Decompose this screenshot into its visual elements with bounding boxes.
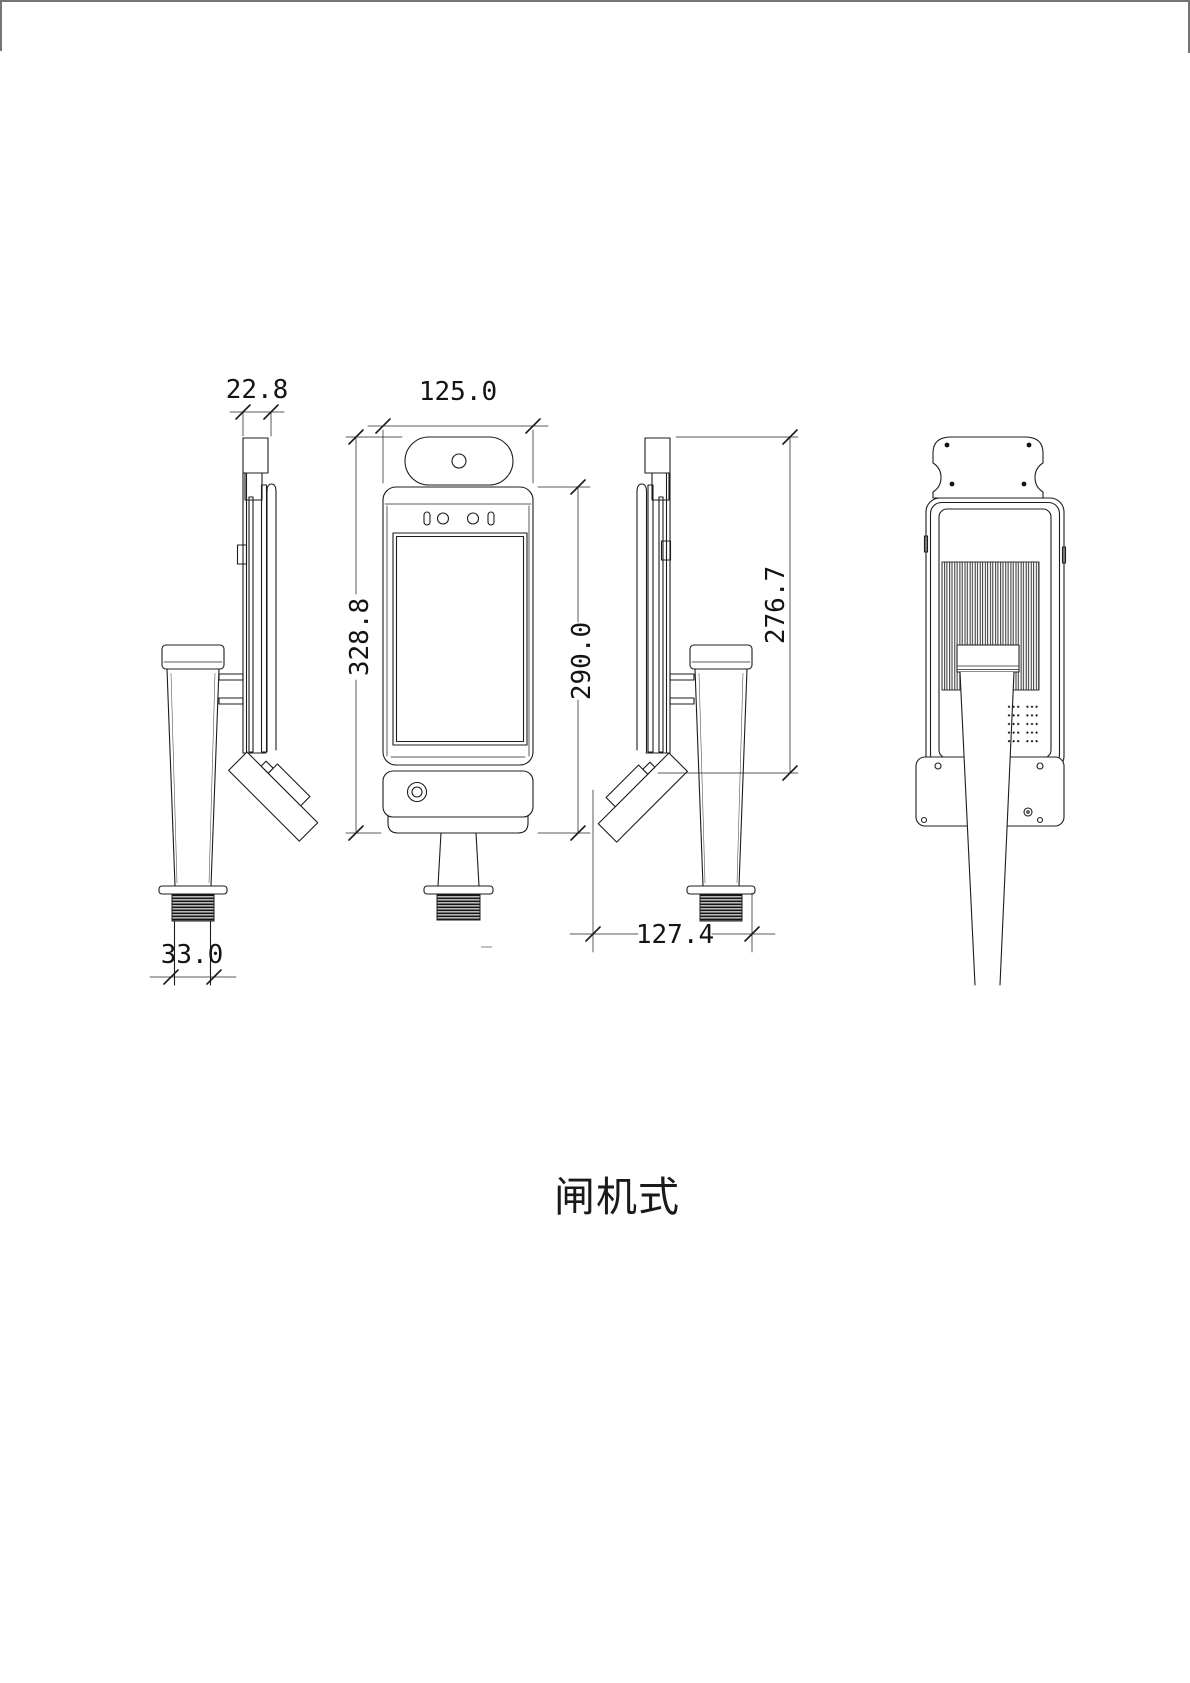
sensor-hole-left: [436, 512, 450, 525]
camera-lens: [451, 453, 467, 469]
pole-cap: [689, 644, 753, 670]
drawing-caption: 闸机式: [554, 1174, 680, 1220]
angled-foot-bracket: [597, 752, 688, 843]
front-view: 125.0: [345, 377, 597, 948]
reset-button-outer: [406, 781, 428, 803]
vent-holes-left: [1006, 704, 1020, 746]
page-border-top: [0, 0, 1190, 2]
dim-front-width-label: 125.0: [419, 377, 497, 407]
side-tab-left: [923, 535, 929, 553]
camera-pod: [404, 436, 514, 486]
angled-foot-bracket: [228, 751, 319, 842]
mount-arm-upper: [669, 673, 695, 681]
dimension-body-height: 290.0: [537, 479, 597, 841]
mounting-pole-front: [423, 832, 494, 921]
dimension-total-height: 328.8: [345, 429, 403, 841]
mic-slot-right: [487, 511, 495, 526]
pod-step-side: [651, 472, 670, 501]
vent-holes-right: [1024, 704, 1038, 746]
pole-fill: [960, 672, 1014, 985]
page-border-left: [0, 0, 2, 51]
pole-clamp: [956, 644, 1020, 673]
camera-pod-side: [644, 437, 671, 474]
mounting-pole-right: [686, 644, 756, 922]
dimension-front-width: 125.0: [367, 377, 549, 484]
pod-step-side: [244, 472, 263, 501]
pole-body: [694, 668, 748, 887]
dim-depth-label: 127.4: [636, 920, 714, 950]
side-view-right: 276.7 127.4: [569, 429, 799, 953]
mount-arm-upper: [218, 673, 244, 681]
base-screws: [920, 762, 1044, 824]
dim-total-height-label: 328.8: [345, 598, 375, 676]
reset-button-inner: [411, 786, 423, 798]
screen-inner: [395, 535, 525, 743]
pole-cap: [161, 644, 225, 670]
device-body-side: [236, 472, 277, 754]
rear-view: [915, 436, 1067, 986]
pole-flange: [158, 885, 228, 895]
mount-arm-lower: [218, 697, 244, 705]
pole-flange: [686, 885, 756, 895]
dimension-rear-height: 276.7: [657, 429, 799, 781]
pole-flange: [423, 885, 494, 895]
front-glass-edge: [636, 483, 648, 753]
side-view-left: 22.8: [149, 375, 319, 986]
side-clip: [236, 544, 248, 565]
dimension-pole-bottom: 33.0: [149, 940, 237, 985]
bracket-screws: [944, 442, 1032, 487]
side-clip: [660, 540, 672, 561]
mount-arm-lower: [669, 697, 695, 705]
mic-slot-left: [423, 511, 431, 526]
side-tab-right: [1061, 546, 1067, 564]
camera-pod-side: [242, 437, 269, 474]
sensor-hole-right: [466, 512, 480, 525]
pole-thread: [171, 893, 215, 922]
dimension-depth: 127.4: [569, 789, 776, 953]
base-skirt: [387, 811, 529, 834]
rear-bracket: [932, 436, 1044, 499]
pole-thread: [436, 893, 481, 921]
base-block: [382, 770, 534, 818]
sensor-row: [423, 511, 495, 526]
dim-body-height-label: 290.0: [567, 622, 597, 700]
dim-rear-height-label: 276.7: [761, 566, 791, 644]
dimension-side-width: 22.8: [226, 375, 289, 437]
pole-thread: [699, 893, 743, 922]
front-glass-edge: [266, 483, 277, 753]
bezel-seams: [384, 503, 532, 758]
mounting-pole-left: [158, 644, 228, 986]
dim-side-width-label: 22.8: [226, 375, 289, 405]
page-border-right: [1188, 0, 1190, 53]
device-body-side: [636, 472, 672, 754]
dim-pole-bottom-label: 33.0: [161, 940, 224, 970]
screen-outer: [392, 532, 528, 746]
pole-body: [166, 668, 220, 887]
clamp-hatch: [957, 665, 1019, 670]
